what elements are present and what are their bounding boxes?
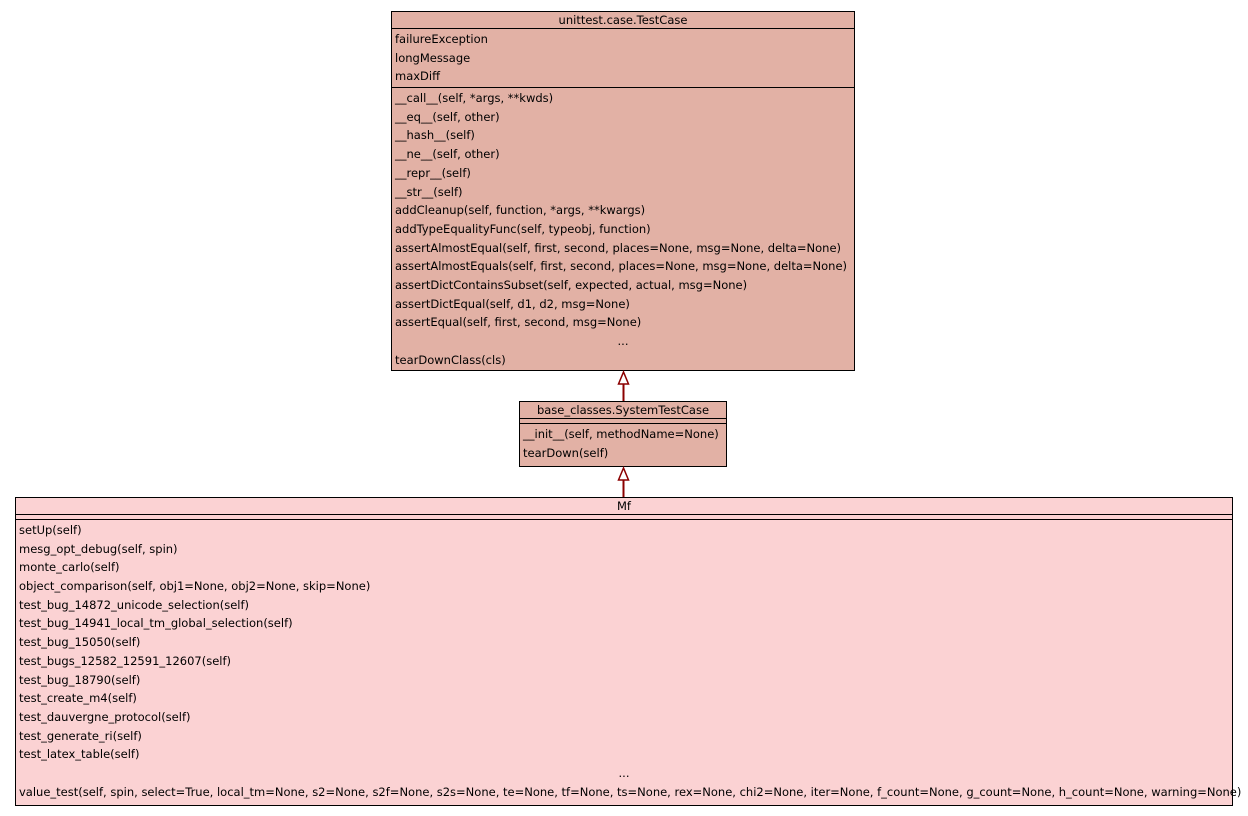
class-name: base_classes.SystemTestCase — [520, 402, 726, 419]
method: addTypeEqualityFunc(self, typeobj, funct… — [395, 221, 651, 236]
method: assertDictContainsSubset(self, expected,… — [395, 277, 748, 292]
attribute-compartment — [520, 419, 726, 424]
method: assertDictEqual(self, d1, d2, msg=None) — [395, 296, 630, 311]
method: __init__(self, methodName=None) — [523, 427, 719, 441]
method: assertAlmostEquals(self, first, second, … — [395, 259, 848, 274]
method: __call__(self, *args, **kwds) — [395, 91, 554, 106]
inheritance-arrowhead-systemtestcase — [617, 466, 630, 481]
ellipsis: ... — [618, 765, 630, 780]
method: test_generate_ri(self) — [19, 728, 142, 743]
method: addCleanup(self, function, *args, **kwar… — [395, 203, 646, 218]
attribute: longMessage — [395, 50, 471, 65]
method: object_comparison(self, obj1=None, obj2=… — [19, 579, 371, 594]
class-name: unittest.case.TestCase — [392, 12, 854, 29]
attribute-compartment — [16, 515, 1232, 520]
inheritance-arrowhead-testcase — [617, 370, 630, 385]
class-box-mf[interactable]: Mf setUp(self) mesg_opt_debug(self, spin… — [15, 497, 1242, 806]
attribute-compartment: failureException longMessage maxDiff — [392, 29, 854, 89]
attribute: maxDiff — [395, 69, 441, 84]
class-box-systemtestcase[interactable]: base_classes.SystemTestCase __init__(sel… — [519, 401, 727, 467]
method: monte_carlo(self) — [19, 560, 120, 575]
method: test_create_m4(self) — [19, 691, 137, 706]
method: assertEqual(self, first, second, msg=Non… — [395, 315, 642, 330]
method: tearDown(self) — [523, 445, 609, 460]
method: __str__(self) — [395, 184, 463, 199]
method: test_bugs_12582_12591_12607(self) — [19, 653, 231, 668]
method-compartment: __call__(self, *args, **kwds) __eq__(sel… — [392, 88, 854, 369]
method-compartment: __init__(self, methodName=None) tearDown… — [520, 424, 726, 462]
method: mesg_opt_debug(self, spin) — [19, 541, 178, 556]
method: value_test(self, spin, select=True, loca… — [19, 784, 1242, 799]
method: __repr__(self) — [395, 165, 471, 180]
method: test_bug_14941_local_tm_global_selection… — [19, 616, 293, 631]
method: tearDownClass(cls) — [395, 352, 506, 367]
method: test_bug_14872_unicode_selection(self) — [19, 597, 250, 612]
attribute: failureException — [395, 32, 488, 46]
ellipsis: ... — [617, 334, 629, 348]
method: __eq__(self, other) — [395, 109, 500, 124]
method: assertAlmostEqual(self, first, second, p… — [395, 240, 842, 255]
class-name: Mf — [16, 498, 1232, 515]
method: __ne__(self, other) — [395, 147, 500, 162]
method: setUp(self) — [19, 523, 82, 537]
method: test_bug_18790(self) — [19, 672, 141, 687]
method: test_bug_15050(self) — [19, 635, 141, 650]
method-compartment: setUp(self) mesg_opt_debug(self, spin) m… — [16, 520, 1242, 801]
method: test_dauvergne_protocol(self) — [19, 709, 191, 724]
method: __hash__(self) — [395, 128, 475, 143]
class-box-testcase[interactable]: unittest.case.TestCase failureException … — [391, 11, 855, 371]
method: test_latex_table(self) — [19, 747, 140, 762]
